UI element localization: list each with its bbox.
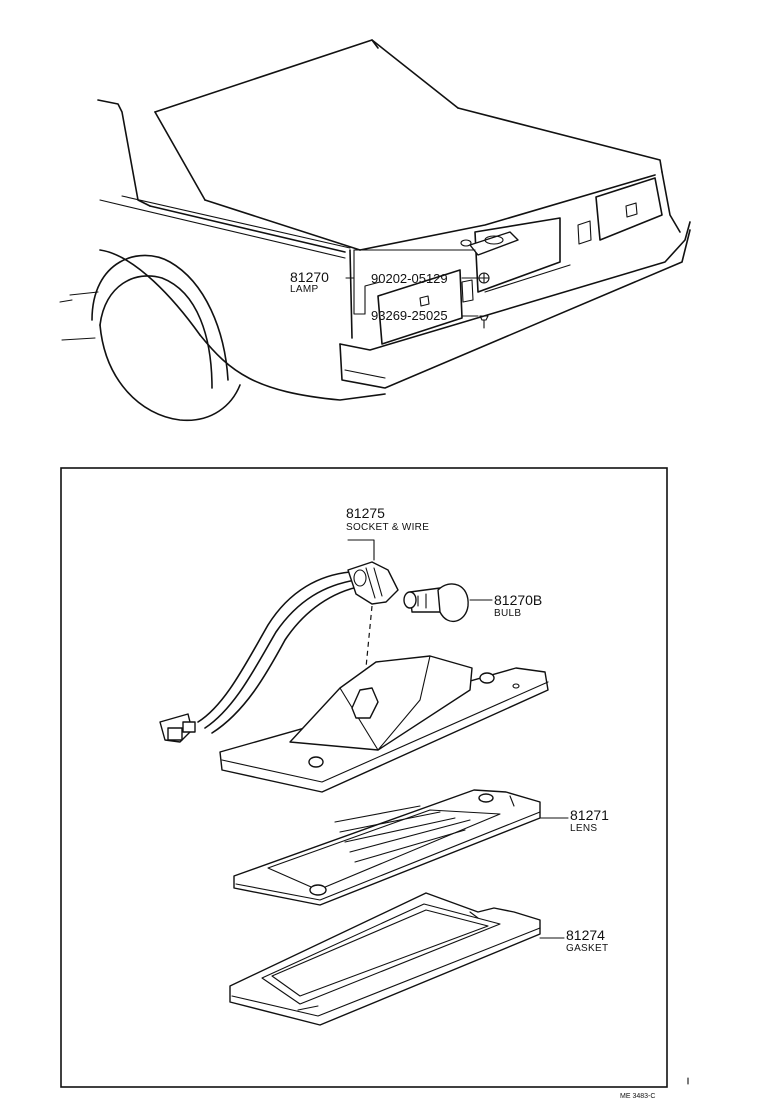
- gasket: [229, 892, 541, 1026]
- lamp-housing: [219, 655, 549, 793]
- exploded-view-frame: [60, 467, 668, 1088]
- lens-part-number: 81271: [570, 807, 609, 823]
- bolt-part-number: 93269-25025: [371, 308, 448, 323]
- lens: [233, 789, 541, 906]
- lamp-part-name: LAMP: [290, 284, 318, 295]
- socket-part-name: SOCKET & WIRE: [346, 522, 429, 533]
- bulb-part-name: BULB: [494, 608, 521, 619]
- figure-reference: ME 3483-C: [620, 1093, 655, 1100]
- screw-part-number: 90202-05129: [371, 271, 448, 286]
- car-rear-illustration: [59, 39, 691, 422]
- bulb: [403, 583, 469, 623]
- socket-leader: [347, 539, 375, 561]
- lens-part-name: LENS: [570, 823, 597, 834]
- lamp-part-number: 81270: [290, 269, 329, 285]
- gasket-part-number: 81274: [566, 927, 605, 943]
- socket-and-wire: [159, 561, 399, 743]
- bulb-part-number: 81270B: [494, 592, 542, 608]
- gasket-part-name: GASKET: [566, 943, 608, 954]
- alignment-line: [363, 605, 373, 689]
- top-callouts: [345, 249, 479, 317]
- socket-part-number: 81275: [346, 505, 385, 521]
